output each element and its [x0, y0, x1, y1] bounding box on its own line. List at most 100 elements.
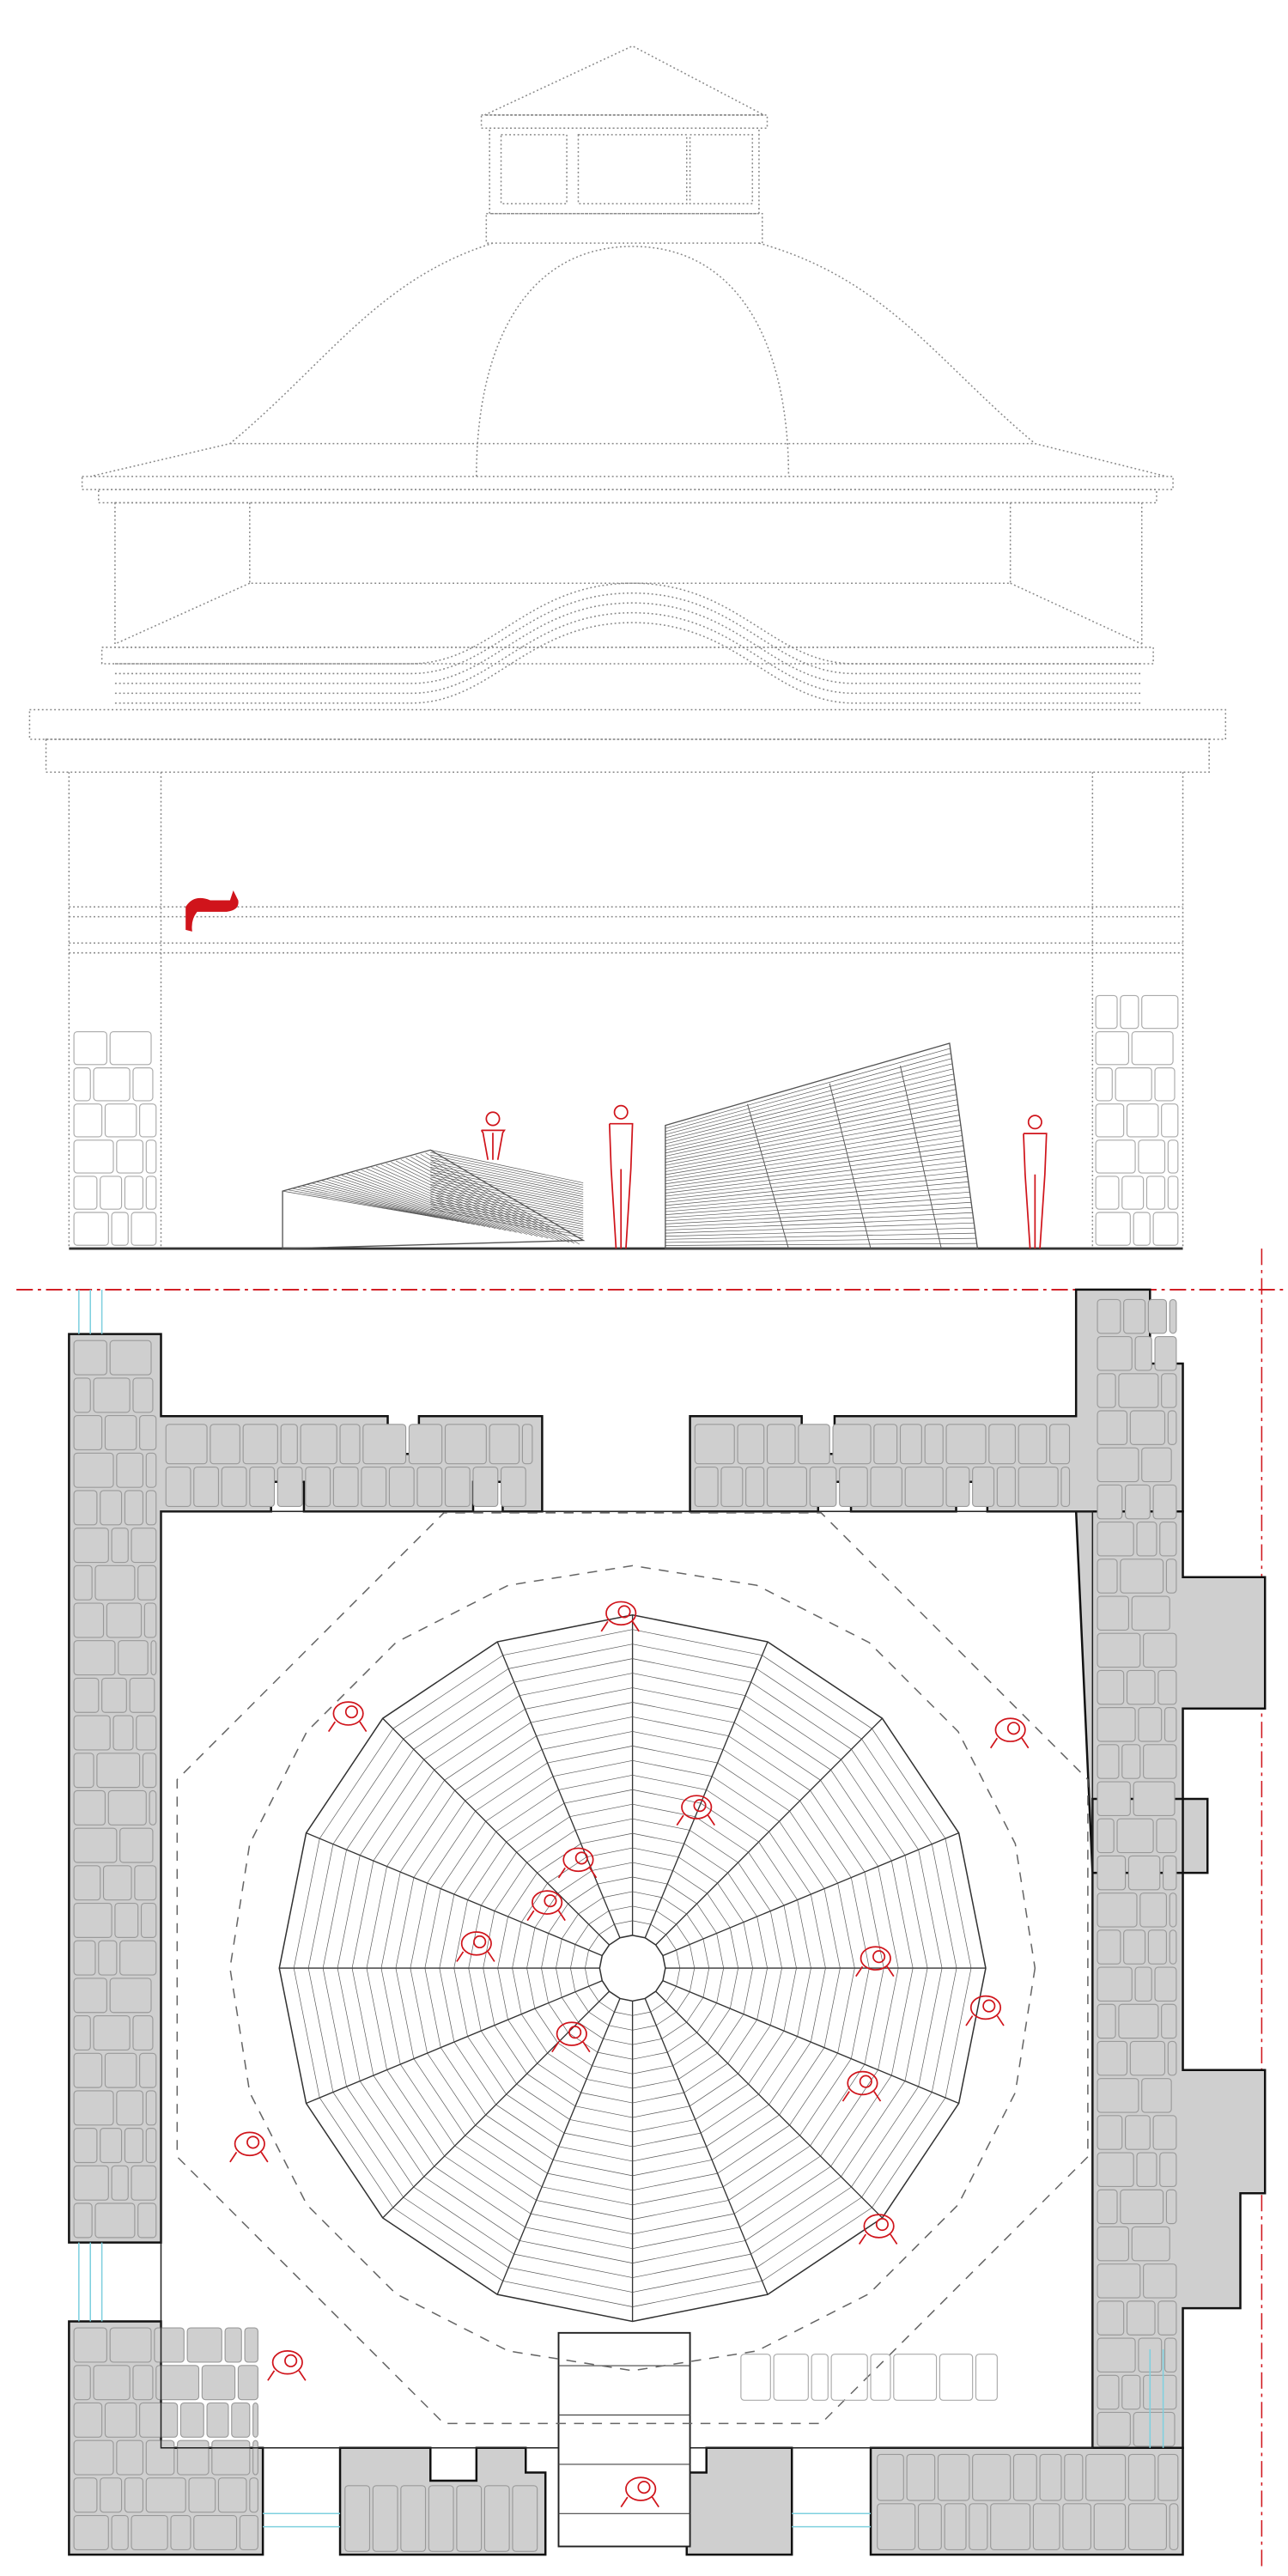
slat-line — [779, 2047, 825, 2116]
slat-line — [632, 2092, 684, 2104]
stone-block — [237, 2365, 258, 2401]
stone-block — [1126, 1103, 1159, 1138]
slat-line — [729, 1968, 738, 2009]
slat-line — [512, 1922, 522, 1969]
stone-block — [211, 2439, 251, 2476]
entrance-steps — [557, 2331, 691, 2548]
person-head — [617, 1605, 631, 1619]
slat-line — [366, 1866, 387, 1969]
slat-line — [632, 2227, 740, 2249]
slat-line — [475, 2124, 548, 2174]
stone-block — [186, 2327, 222, 2363]
stone-block — [100, 1176, 123, 1210]
stone-block — [116, 2439, 144, 2476]
stone-block — [1095, 1067, 1113, 1102]
stone-block — [1039, 2453, 1062, 2501]
stone-block — [1123, 1929, 1146, 1965]
slat-line — [359, 2081, 424, 2178]
slat-line — [578, 2021, 604, 2039]
slat-line — [557, 2042, 592, 2067]
head — [1027, 1115, 1042, 1130]
person-head — [574, 1851, 588, 1865]
stone-block — [1143, 1744, 1177, 1779]
slat-line — [837, 1968, 855, 2054]
slat-line — [632, 1920, 651, 1925]
stone-block — [1118, 1373, 1159, 1408]
stone-block — [500, 1466, 526, 1508]
slat-line — [632, 1891, 662, 1899]
hatch-line — [312, 1182, 459, 1223]
stone-block — [917, 2503, 942, 2550]
hatch-line — [420, 1153, 575, 1244]
stone-block — [242, 1424, 278, 1465]
person-limbs — [456, 1951, 495, 1962]
slat-line — [332, 1739, 404, 1844]
slat-line — [598, 2001, 615, 2013]
slat-line — [744, 2176, 841, 2241]
hatch-line — [430, 1187, 584, 1218]
slat-line — [542, 2186, 633, 2206]
stone-block — [1167, 2040, 1177, 2076]
slat-line — [373, 1769, 434, 1862]
slat-line — [483, 1968, 495, 2026]
stone-block — [1136, 2152, 1157, 2188]
slat-line — [686, 1913, 704, 1940]
stone-block — [1095, 1139, 1136, 1174]
slat-line — [568, 1883, 598, 1905]
stone-block — [73, 2439, 114, 2476]
slat-line — [632, 1774, 707, 1790]
stone-block — [165, 1424, 208, 1465]
stone-block — [73, 1978, 107, 2014]
slat-line — [592, 2065, 633, 2075]
slat-line — [706, 2104, 769, 2148]
person-head — [473, 1935, 487, 1949]
slat-line — [534, 1893, 558, 1929]
person-body — [860, 1946, 891, 1971]
slat-line — [380, 1872, 401, 1969]
slat-line — [632, 1643, 757, 1669]
hatch-line — [430, 1162, 584, 1195]
slat-line — [516, 2083, 570, 2120]
slat-line — [851, 1749, 919, 1850]
hatch-line — [430, 1206, 584, 1236]
stone-block — [873, 1424, 898, 1465]
stone-block — [1147, 1929, 1167, 1965]
person-walking — [608, 1104, 634, 1249]
cornice-upper-2 — [98, 489, 1157, 504]
stone-block — [1116, 1818, 1154, 1854]
slat-line — [632, 1716, 729, 1737]
slat-line — [366, 1968, 387, 2070]
slat-line — [508, 2267, 633, 2293]
stone-block — [73, 1452, 114, 1488]
slat-line — [904, 1968, 928, 2081]
slat-line — [810, 1968, 826, 2043]
stone-block — [1097, 1632, 1141, 1668]
slat-line — [574, 1818, 633, 1831]
hatch-line — [430, 1169, 584, 1202]
slat-line — [410, 1883, 428, 1969]
stone-block — [111, 2514, 129, 2550]
stone-block — [73, 1340, 107, 1376]
slat-line — [722, 1749, 800, 1801]
stone-block — [1093, 2503, 1127, 2550]
stone-block — [132, 1067, 154, 1102]
stone-block — [131, 2514, 168, 2550]
slat-line — [444, 2155, 532, 2215]
slat-line — [689, 1944, 696, 1969]
stone-block — [870, 1466, 902, 1508]
stone-block — [73, 1902, 112, 1938]
slat-line — [861, 2092, 933, 2198]
stone-block — [188, 2477, 216, 2513]
slat-line — [475, 1762, 548, 1812]
pavilion-right — [665, 1042, 979, 1249]
stone-block — [1127, 2453, 1156, 2501]
stone-block — [1064, 2453, 1084, 2501]
slat-line — [424, 1888, 441, 1969]
stone-block — [444, 1424, 487, 1465]
slat-line — [738, 1862, 771, 1911]
stone-block — [1049, 1424, 1071, 1465]
stone-block — [1147, 1298, 1167, 1334]
dome-bell — [476, 246, 790, 477]
cat-figure — [185, 890, 239, 932]
hatch-line — [430, 1208, 584, 1239]
